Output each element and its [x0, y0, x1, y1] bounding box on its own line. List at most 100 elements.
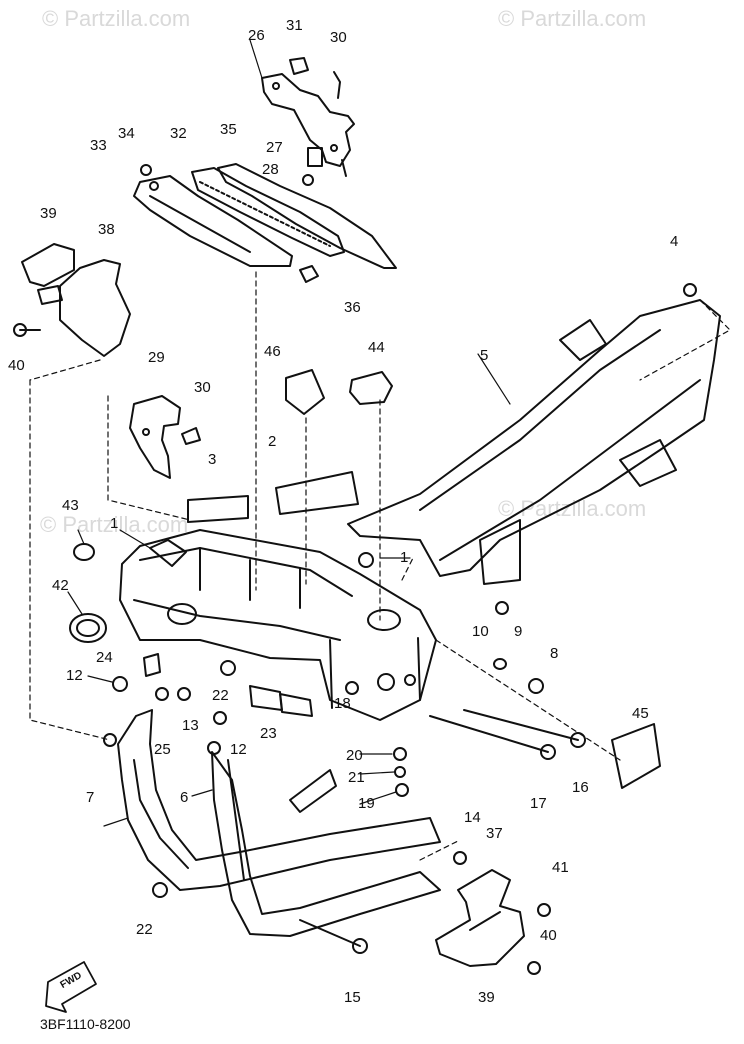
callout-30b: 30: [194, 379, 211, 396]
washer-9: [493, 658, 507, 670]
callout-39: 39: [40, 205, 57, 222]
callout-38: 38: [98, 221, 115, 238]
callout-45: 45: [632, 705, 649, 722]
bolt-16: [463, 709, 579, 741]
callout-12b: 12: [230, 741, 247, 758]
callout-19: 19: [358, 795, 375, 812]
nut-22b: [152, 882, 168, 898]
nut-11: [358, 552, 374, 568]
callout-16: 16: [572, 779, 589, 796]
callout-14: 14: [464, 809, 481, 826]
down-tube-7: [103, 709, 441, 891]
callout-7: 7: [86, 789, 95, 806]
nut-19: [395, 783, 409, 797]
callout-15: 15: [344, 989, 361, 1006]
callout-22b: 22: [136, 921, 153, 938]
callout-30: 30: [330, 29, 347, 46]
callout-13: 13: [182, 717, 199, 734]
watermark: © Partzilla.com: [42, 6, 191, 31]
assembly-lines: [29, 271, 731, 861]
callout-42: 42: [52, 577, 69, 594]
callout-17: 17: [530, 795, 547, 812]
callout-25: 25: [154, 741, 171, 758]
decal-3: [187, 495, 249, 523]
callout-39b: 39: [478, 989, 495, 1006]
callout-20: 20: [346, 747, 363, 764]
bolt-12: [112, 676, 128, 692]
callout-28: 28: [262, 161, 279, 178]
collar-23b: [279, 693, 313, 717]
diagram-code: 3BF1110-8200: [40, 1016, 131, 1032]
bolt-17: [429, 715, 549, 753]
callout-29: 29: [148, 349, 165, 366]
bolt-15: [299, 919, 361, 947]
callout-37: 37: [486, 825, 503, 842]
guard-35: [217, 163, 397, 283]
bolt-14: [453, 851, 467, 865]
callout-18: 18: [334, 695, 351, 712]
nut-34: [140, 164, 152, 176]
callout-36: 36: [344, 299, 361, 316]
rear-frame-5: [347, 283, 721, 585]
decal-2: [275, 471, 359, 515]
callout-2: 2: [268, 433, 277, 450]
callout-46: 46: [264, 343, 281, 360]
bracket-29: [129, 395, 201, 479]
bolt-12b: [213, 711, 227, 725]
callout-4: 4: [670, 233, 679, 250]
watermark: © Partzilla.com: [498, 6, 647, 31]
washer-20: [393, 747, 407, 761]
plate-45: [611, 723, 661, 789]
decal-46: [285, 369, 325, 415]
forward-arrow-icon: [45, 961, 97, 1013]
callout-31: 31: [286, 17, 303, 34]
callout-32: 32: [170, 125, 187, 142]
callout-35: 35: [220, 121, 237, 138]
down-tube-6: [207, 741, 441, 937]
callout-43: 43: [62, 497, 79, 514]
callout-8: 8: [550, 645, 559, 662]
callout-22: 22: [212, 687, 229, 704]
upper-bracket-26: [261, 57, 355, 186]
callout-41: 41: [552, 859, 569, 876]
callout-40: 40: [8, 357, 25, 374]
side-cover-33: [133, 175, 293, 267]
bolt-10: [495, 601, 509, 615]
callout-1: 1: [110, 515, 119, 532]
side-panel-32: [191, 167, 345, 257]
bolt-25: [155, 687, 169, 701]
collar-23a: [249, 685, 283, 711]
watermark: © Partzilla.com: [498, 496, 647, 521]
callout-9: 9: [514, 623, 523, 640]
bracket-38: [13, 243, 131, 357]
bolt-18: [377, 673, 395, 691]
callout-23: 23: [260, 725, 277, 742]
callout-6: 6: [180, 789, 189, 806]
callout-10: 10: [472, 623, 489, 640]
callout-27: 27: [266, 139, 283, 156]
collar-42: [69, 613, 107, 643]
callout-40b: 40: [540, 927, 557, 944]
callout-24: 24: [96, 649, 113, 666]
stand-bracket-37: [435, 869, 551, 975]
clip-44: [349, 371, 393, 405]
nut-13: [177, 687, 191, 701]
callout-3: 3: [208, 451, 217, 468]
callout-33: 33: [90, 137, 107, 154]
collar-43: [73, 543, 95, 561]
callout-44: 44: [368, 339, 385, 356]
bolt-8: [528, 678, 544, 694]
callout-5: 5: [480, 347, 489, 364]
main-frame-1: [119, 529, 437, 721]
nut-22: [220, 660, 236, 676]
watermark: © Partzilla.com: [40, 512, 189, 537]
callout-26: 26: [248, 27, 265, 44]
callout-34: 34: [118, 125, 135, 142]
collar-24: [143, 653, 161, 677]
callout-21: 21: [348, 769, 365, 786]
callout-1b: 1: [400, 549, 409, 566]
callout-12: 12: [66, 667, 83, 684]
leader-lines: [67, 39, 511, 827]
